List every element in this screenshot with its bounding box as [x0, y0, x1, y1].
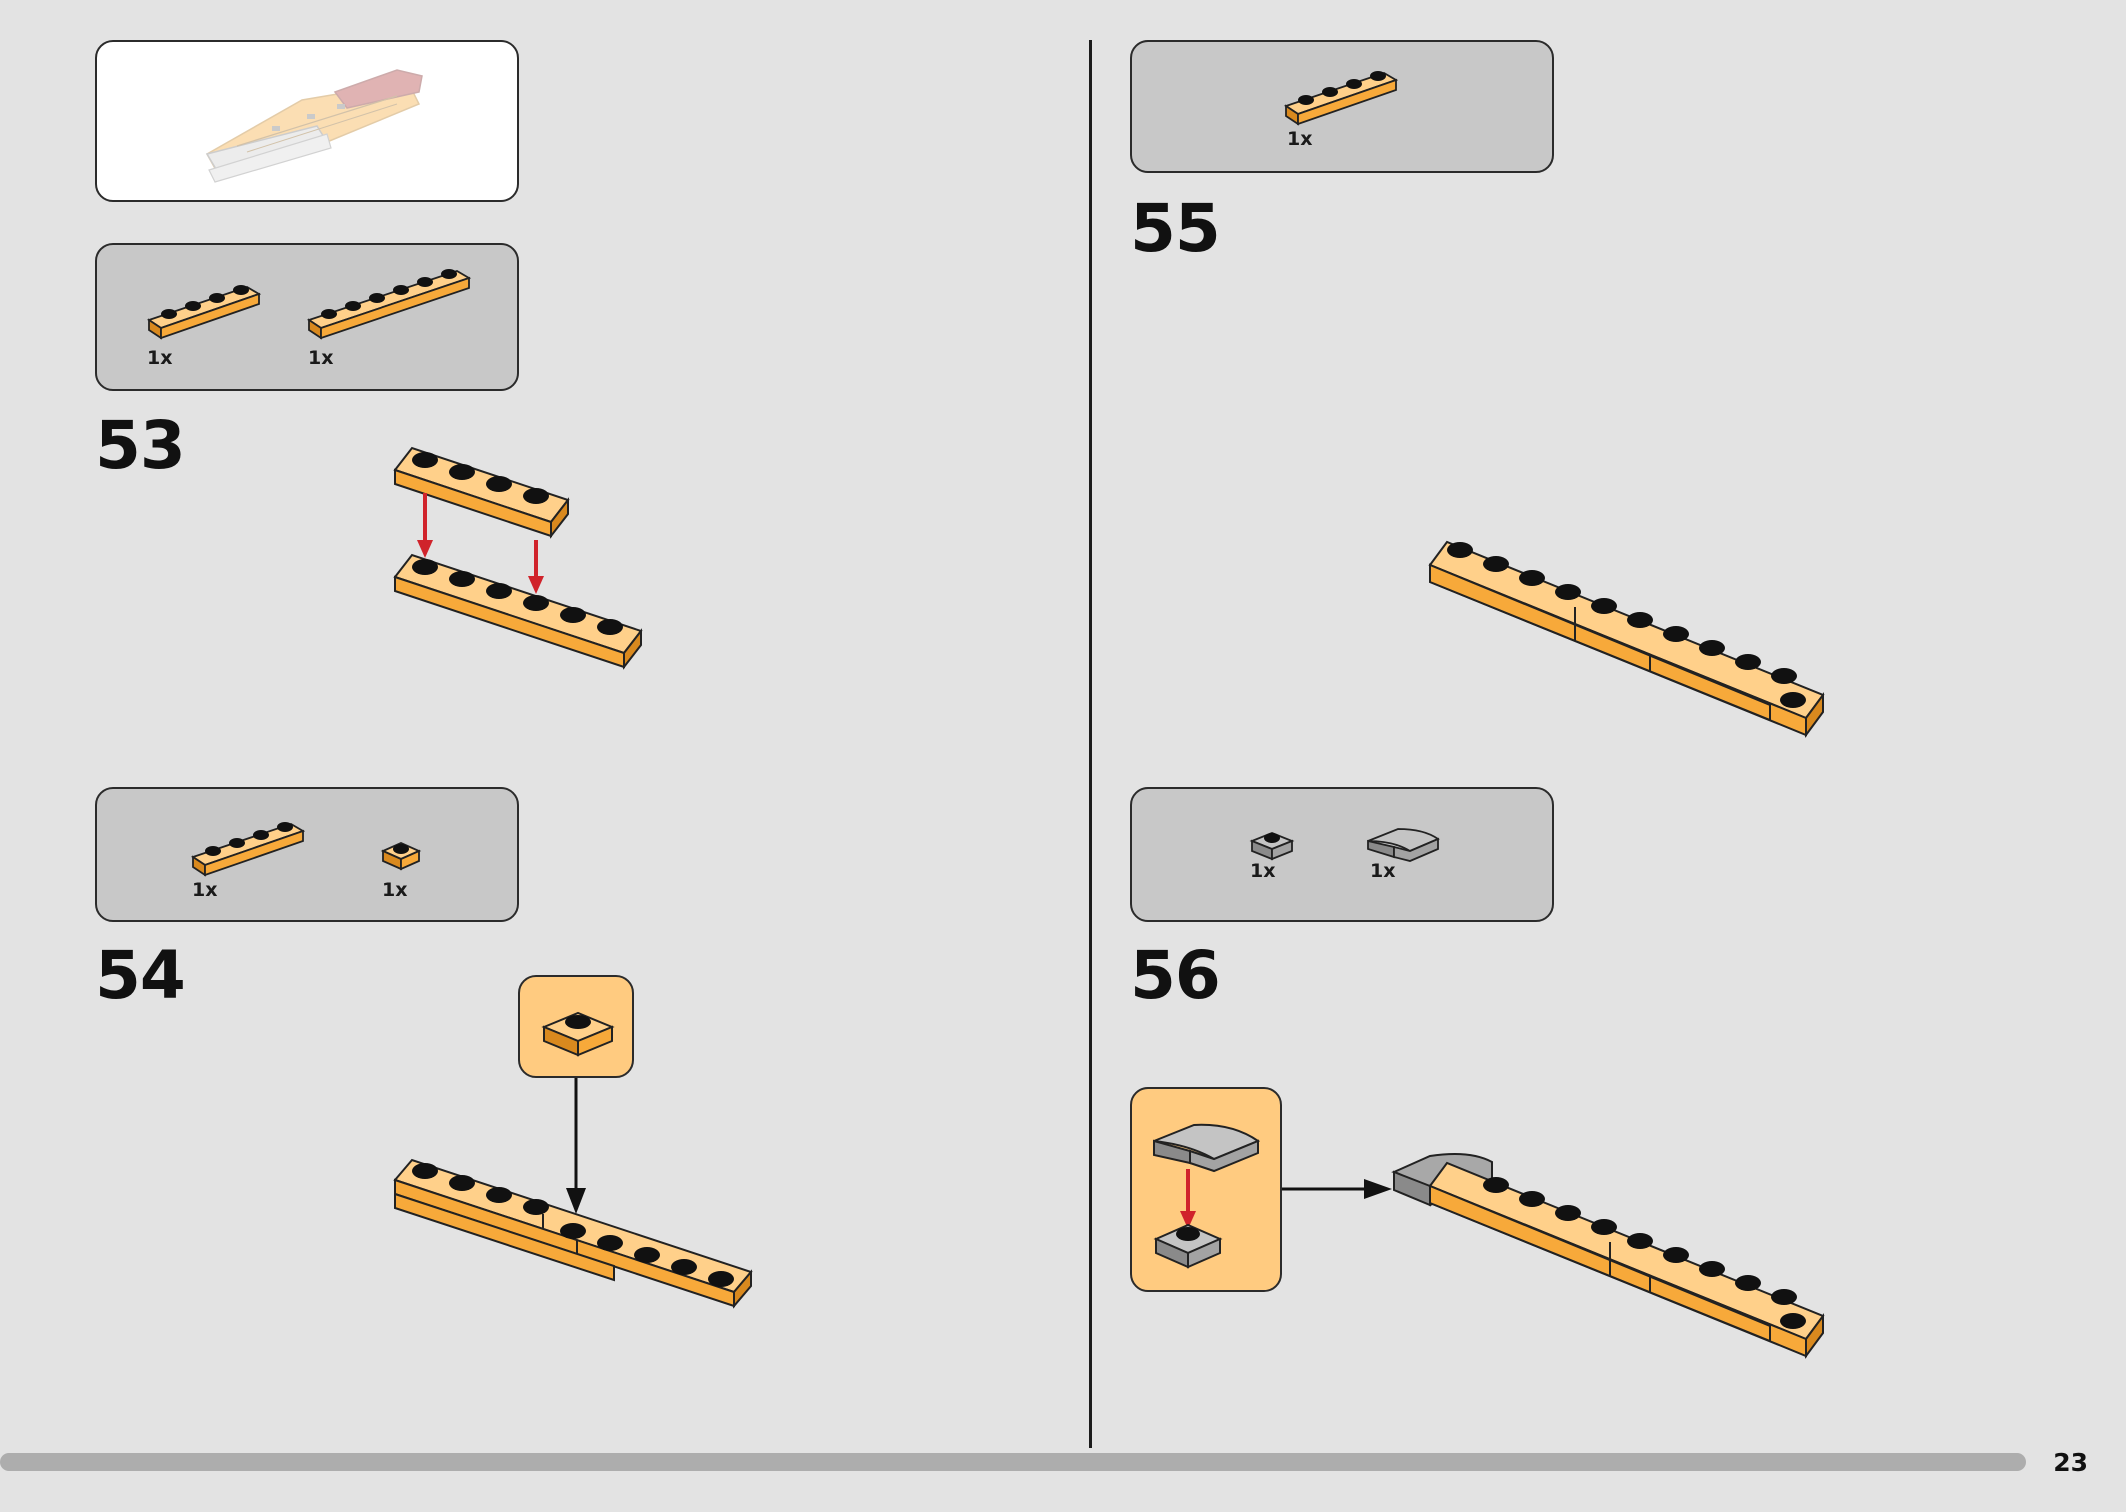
parts-list-step-55: 1x — [1130, 40, 1554, 173]
page-divider — [1089, 40, 1092, 1448]
callout-box-step-56 — [1130, 1087, 1282, 1292]
step-number: 55 — [1130, 190, 1221, 267]
parts-list-step-56: 1x 1x — [1130, 787, 1554, 922]
parts-list-step-54: 1x 1x — [95, 787, 519, 922]
part-grey-pieces-icon — [1249, 828, 1440, 862]
step-number: 53 — [95, 407, 186, 484]
part-quantity: 1x — [308, 347, 334, 369]
part-quantity: 1x — [192, 879, 218, 901]
part-quantity: 1x — [147, 347, 173, 369]
part-quantity: 1x — [1287, 128, 1313, 150]
step-number: 56 — [1130, 937, 1221, 1014]
parts-list-step-53: 1x 1x — [95, 243, 519, 391]
part-plate-1x4-icon — [146, 269, 472, 340]
page-number: 23 — [2053, 1448, 2088, 1477]
part-plate-1x4-icon — [1283, 71, 1399, 126]
callout-plate-1x1-icon — [541, 1011, 615, 1057]
part-quantity: 1x — [382, 879, 408, 901]
part-plate-1x4-icon — [190, 822, 422, 877]
submodel-preview-image — [205, 69, 423, 183]
step-number: 54 — [95, 937, 186, 1014]
submodel-overview-box — [95, 40, 519, 202]
part-quantity: 1x — [1370, 860, 1396, 882]
page-progress-bar — [0, 1453, 2026, 1471]
callout-subassembly-icon — [1153, 1123, 1261, 1269]
part-quantity: 1x — [1250, 860, 1276, 882]
callout-box-step-54 — [518, 975, 634, 1078]
